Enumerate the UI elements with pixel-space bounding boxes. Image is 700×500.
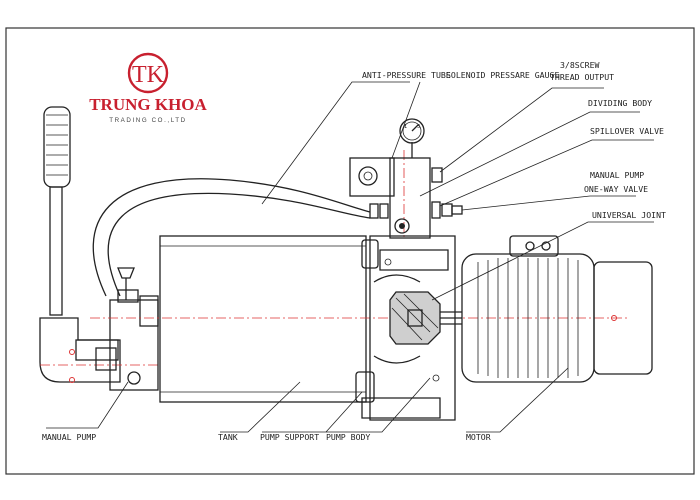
dividing-body-block: [389, 157, 431, 239]
label-anti-pressure-tube: ANTI-PRESSURE TUBE: [362, 70, 451, 80]
company-logo: TK TRUNG KHOA TRADING CO.,LTD: [89, 52, 208, 124]
pump-cylinder: [109, 299, 159, 391]
universal-joint: [389, 291, 462, 345]
label-thread-output: THREAD OUTPUT: [550, 72, 614, 82]
label-motor: MOTOR: [466, 432, 491, 442]
pressure-gauge: [399, 118, 425, 144]
logo-ring: [127, 52, 169, 94]
motor-terminal-box: [509, 235, 559, 257]
tank: [159, 235, 367, 403]
label-screw-size: 3/8SCREW: [560, 60, 600, 70]
label-pump-support: PUMP SUPPORT: [260, 432, 319, 442]
pump-support: [355, 235, 456, 421]
label-dividing-body: DIVIDING BODY: [588, 98, 652, 108]
tank-body: [159, 235, 367, 403]
label-tank: TANK: [218, 432, 238, 442]
label-universal-joint: UNIVERSAL JOINT: [592, 210, 666, 220]
label-spillover-valve: SPILLOVER VALVE: [590, 126, 664, 136]
pump-elbow: [39, 317, 121, 383]
motor: [461, 235, 653, 383]
motor-fan-cover: [593, 261, 653, 375]
leader-lines: [46, 81, 654, 433]
svg-text:1: 1: [404, 124, 407, 130]
label-pump-body: PUMP BODY: [326, 432, 370, 442]
label-manual-pump-valve-line2: ONE-WAY VALVE: [584, 184, 648, 194]
label-manual-pump-valve-line1: MANUAL PUMP: [590, 170, 644, 180]
spillover-valve-knob: [394, 218, 410, 234]
logo-tagline: TRADING CO.,LTD: [109, 117, 187, 124]
label-manual-pump: MANUAL PUMP: [42, 432, 96, 442]
logo-name: TRUNG KHOA: [89, 95, 207, 114]
solenoid-block: [349, 157, 395, 197]
dividing-body: 1 3: [349, 118, 463, 239]
svg-text:3: 3: [417, 124, 420, 130]
label-solenoid-pressure-gauge: SOLENOID PRESSARE GAUGE: [446, 70, 559, 80]
manual-pump-assembly: [39, 106, 160, 391]
pump-valve-cap: [117, 267, 135, 279]
logo-mark: TK: [132, 62, 165, 88]
anti-pressure-tube: [92, 178, 371, 297]
pump-handle-rod: [49, 186, 63, 316]
drawing-frame: [5, 27, 695, 475]
